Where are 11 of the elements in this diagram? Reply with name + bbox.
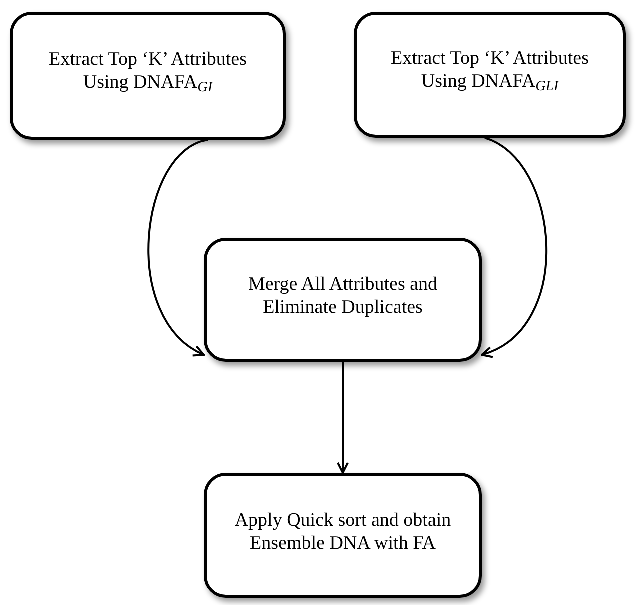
process-box — [204, 473, 482, 598]
process-box — [204, 238, 482, 362]
process-text: Merge All Attributes and Eliminate Duplicates — [247, 274, 439, 320]
process-text: Extract Top ‘K’ Attributes Using DNAFA$_{GI}$ — [48, 49, 248, 97]
process-box — [354, 12, 626, 138]
process-box — [10, 12, 286, 140]
arrow — [481, 137, 548, 357]
arrow — [148, 139, 208, 356]
process-text: Apply Quick sort and obtain Ensemble DNA with FA — [234, 510, 452, 556]
arrow — [337, 362, 349, 474]
process-text: Extract Top ‘K’ Attributes Using DNAFA$_{GLI}$ — [390, 48, 590, 96]
